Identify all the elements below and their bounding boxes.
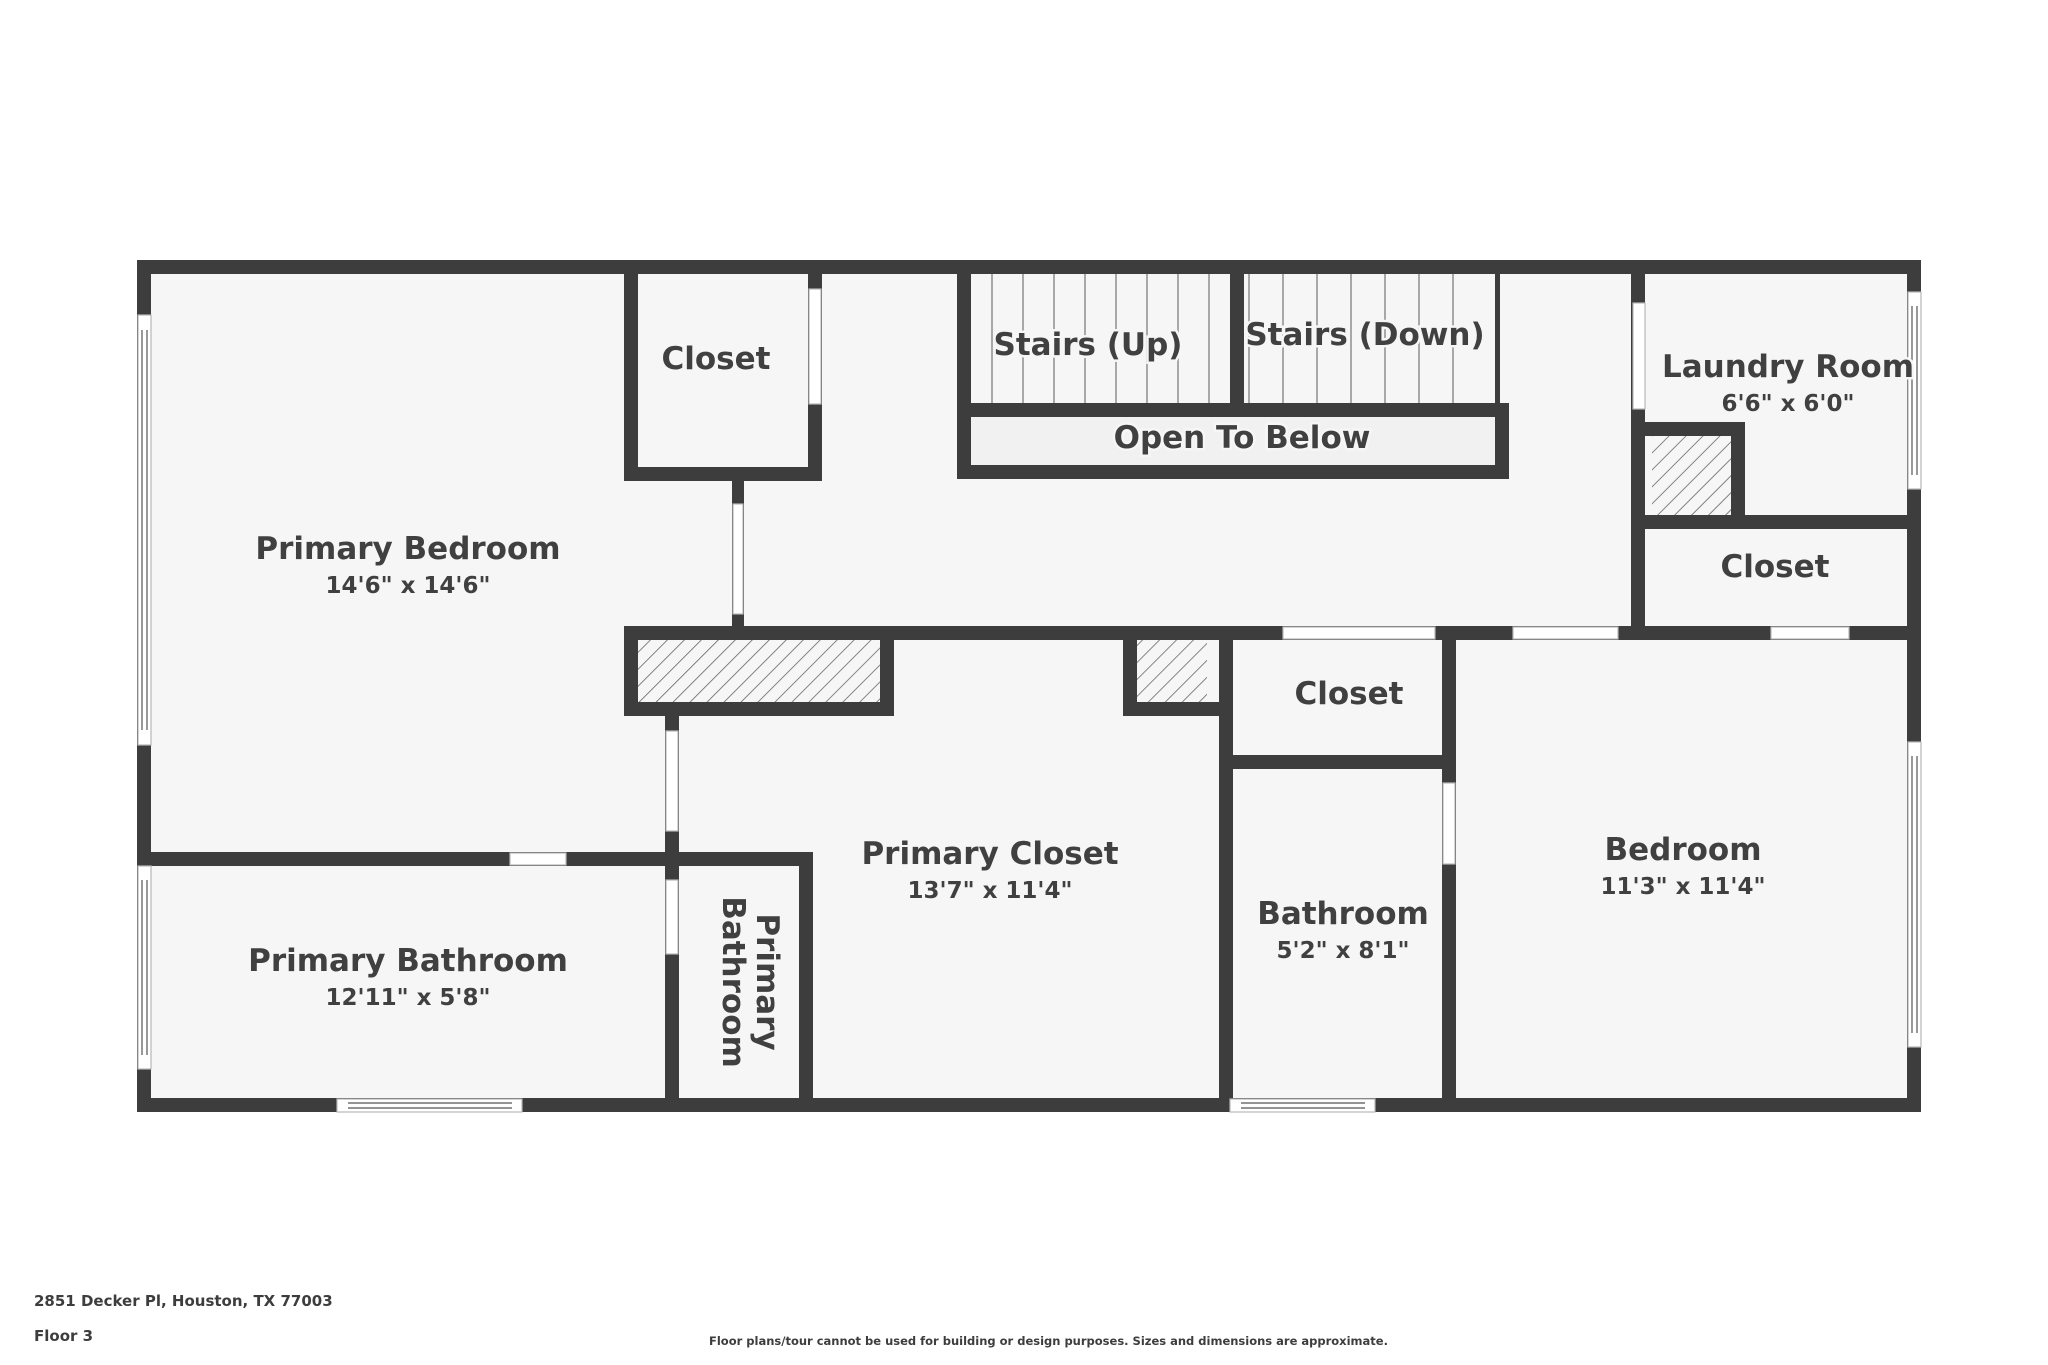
room-closet-top-left: Closet	[659, 339, 773, 380]
room-primary-bathroom-wc: Primary Bathroom	[713, 894, 788, 1071]
hatched-chase-middle	[1137, 640, 1207, 702]
room-closet-middle: Closet	[1292, 674, 1406, 715]
room-name: Bathroom	[1257, 896, 1429, 932]
property-address: 2851 Decker Pl, Houston, TX 77003	[34, 1292, 333, 1310]
windows	[137, 291, 1922, 1113]
room-primary-bedroom: Primary Bedroom 14'6" x 14'6"	[253, 529, 563, 602]
room-dimensions: 14'6" x 14'6"	[326, 573, 491, 599]
stairs-down-treads	[1248, 274, 1454, 403]
room-name: Stairs (Down)	[1245, 317, 1484, 353]
open-to-below-area	[971, 416, 1495, 465]
room-open-to-below: Open To Below	[1111, 418, 1373, 459]
room-bedroom: Bedroom 11'3" x 11'4"	[1598, 830, 1768, 903]
room-bathroom: Bathroom 5'2" x 8'1"	[1255, 894, 1432, 967]
room-name: Closet	[1721, 549, 1830, 585]
room-name-line1: Primary	[749, 913, 785, 1050]
room-dimensions: 12'11" x 5'8"	[326, 985, 491, 1011]
room-laundry: Laundry Room 6'6" x 6'0"	[1659, 347, 1916, 420]
disclaimer: Floor plans/tour cannot be used for buil…	[709, 1334, 1388, 1348]
room-name: Closet	[1295, 676, 1404, 712]
door-openings	[509, 288, 1850, 955]
room-name: Stairs (Up)	[994, 327, 1183, 363]
room-stairs-up: Stairs (Up)	[991, 325, 1185, 366]
room-name: Primary Bedroom	[255, 531, 560, 567]
room-name: Laundry Room	[1662, 349, 1914, 385]
room-name: Primary Closet	[861, 836, 1118, 872]
room-closet-right: Closet	[1718, 547, 1832, 588]
room-name: Bedroom	[1604, 832, 1761, 868]
room-dimensions: 13'7" x 11'4"	[908, 878, 1073, 904]
room-stairs-down: Stairs (Down)	[1243, 315, 1487, 356]
room-dimensions: 11'3" x 11'4"	[1601, 874, 1766, 900]
room-name: Primary Bathroom	[248, 943, 568, 979]
hatched-chase-left	[637, 640, 880, 702]
room-primary-closet: Primary Closet 13'7" x 11'4"	[859, 834, 1121, 907]
room-primary-bathroom: Primary Bathroom 12'11" x 5'8"	[246, 941, 571, 1014]
room-name-line2: Bathroom	[715, 896, 751, 1068]
room-dimensions: 5'2" x 8'1"	[1277, 938, 1410, 964]
hatched-chase-laundry	[1652, 436, 1731, 515]
floor-area	[137, 260, 1921, 1112]
room-name: Open To Below	[1114, 420, 1371, 456]
floor-label: Floor 3	[34, 1327, 94, 1345]
room-name: Closet	[662, 341, 771, 377]
stairs-up-treads	[991, 274, 1210, 403]
room-dimensions: 6'6" x 6'0"	[1722, 391, 1855, 417]
